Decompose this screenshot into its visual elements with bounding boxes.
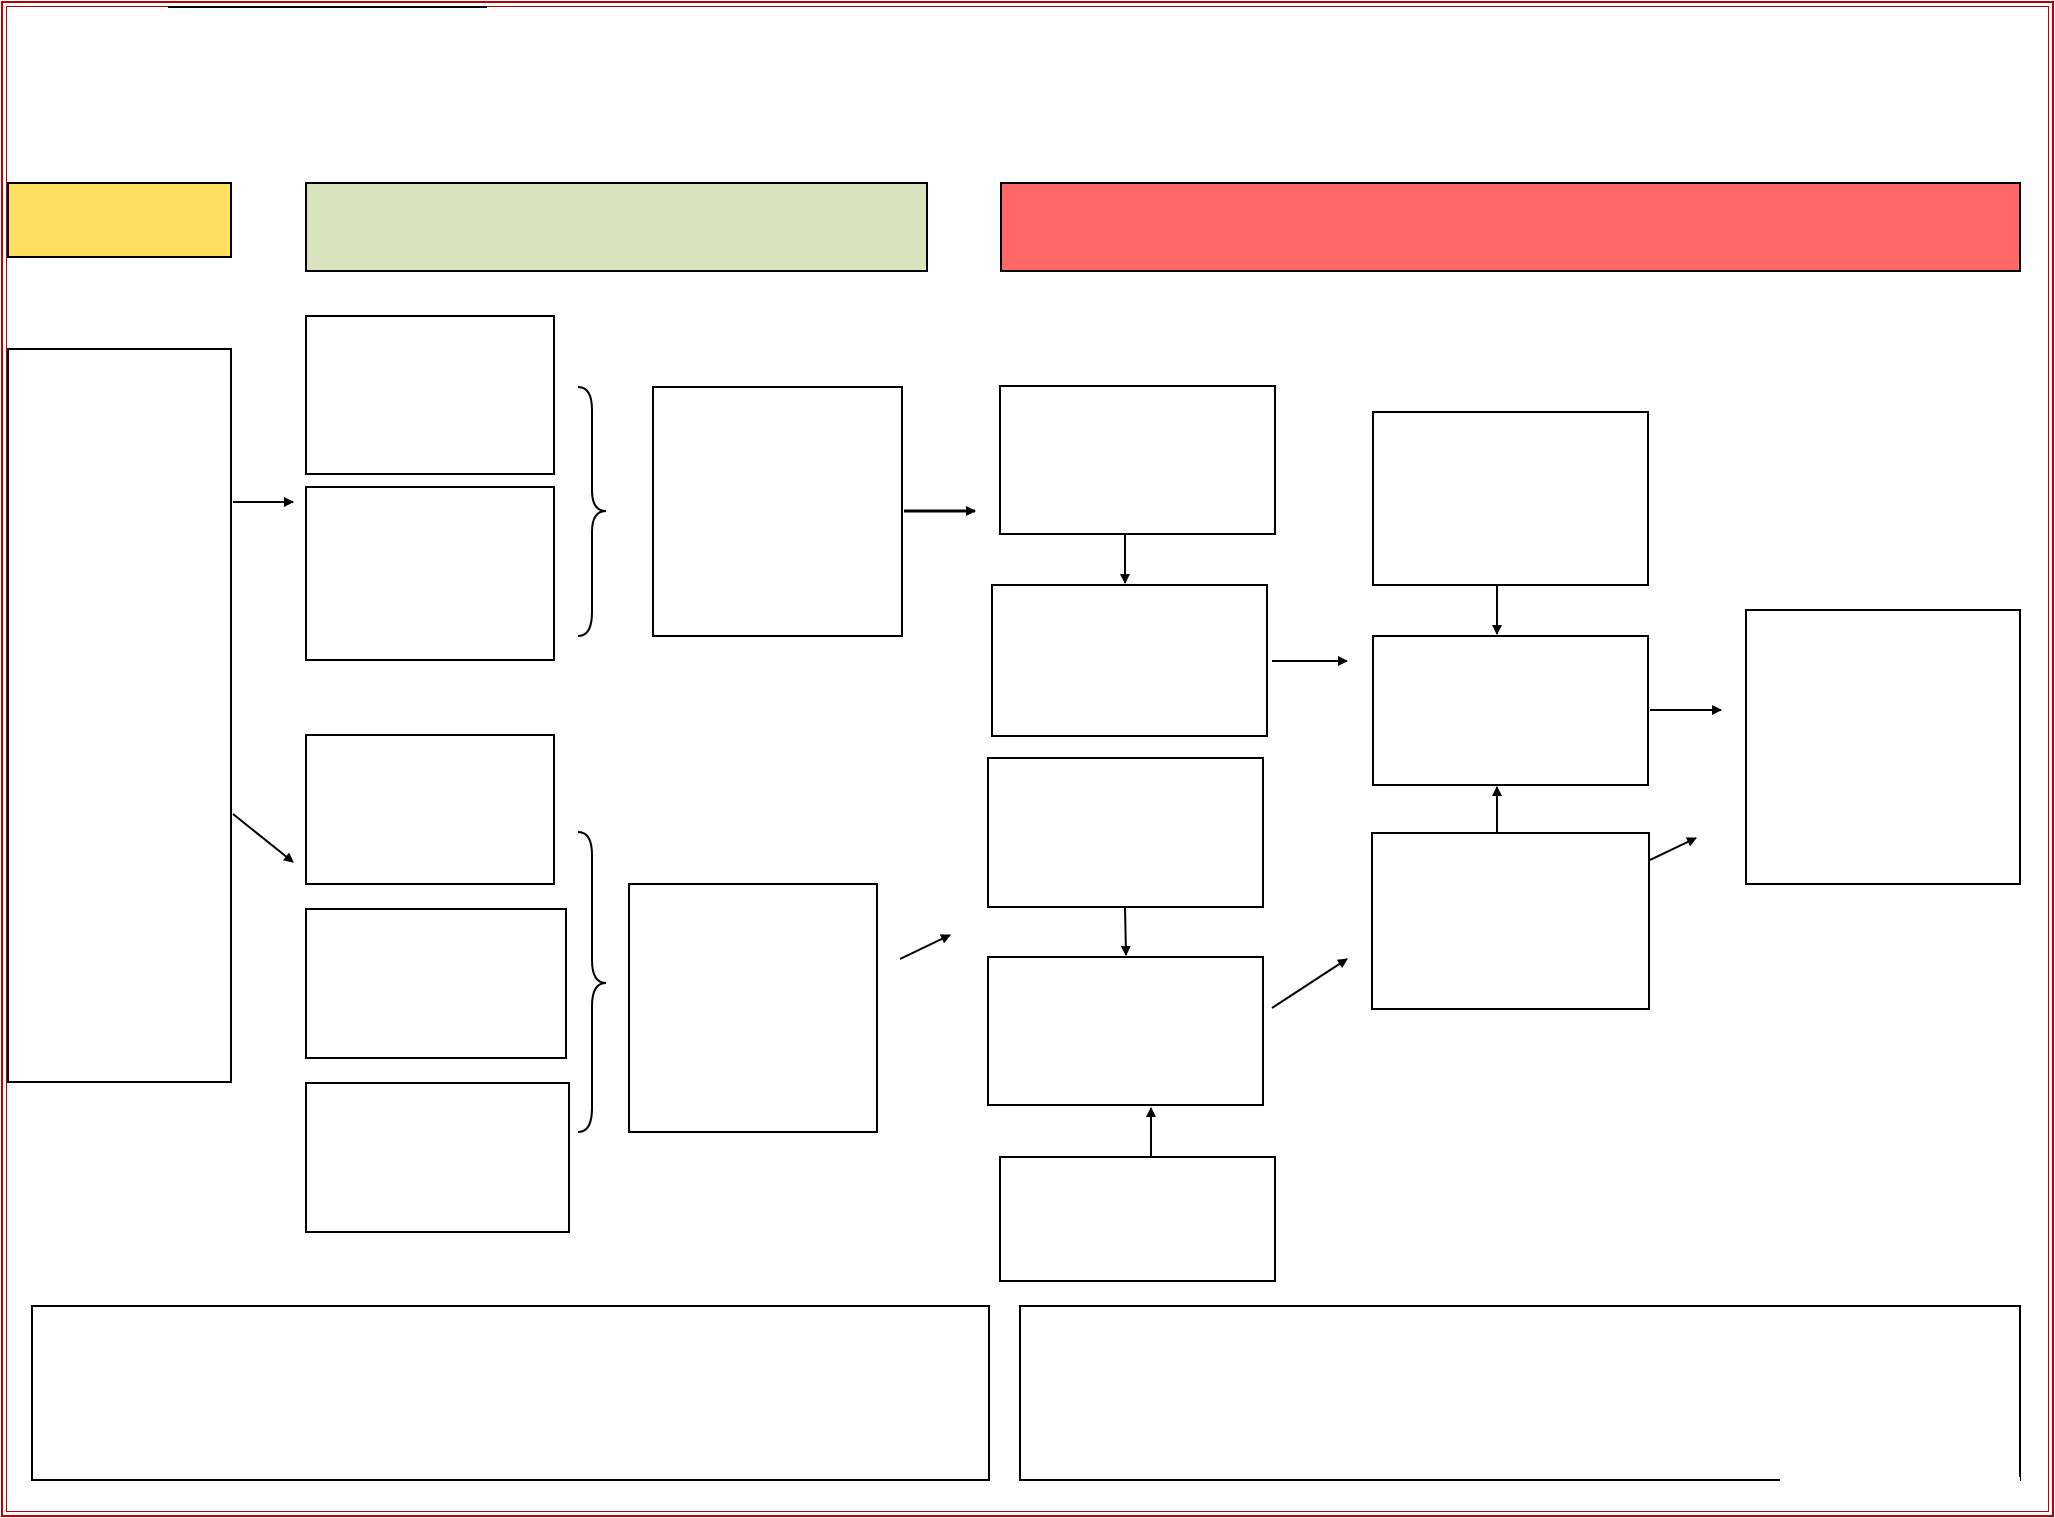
group-b-box-1 <box>305 734 555 885</box>
mid-box-2 <box>991 584 1268 737</box>
group-b-box-2 <box>305 908 567 1059</box>
mid-box-1 <box>999 385 1276 535</box>
group-a-box-2 <box>305 486 555 661</box>
summary-box-a <box>652 386 903 637</box>
note-box-right <box>1019 1305 2021 1481</box>
title-underline <box>168 6 487 8</box>
mid-box-3 <box>987 757 1264 908</box>
mid-box-5 <box>999 1156 1276 1282</box>
right-box-3 <box>1371 832 1650 1010</box>
summary-box-b <box>628 883 878 1133</box>
page-border-inner <box>6 6 2049 1512</box>
outcome-box <box>1745 609 2021 885</box>
header-green <box>305 182 928 272</box>
right-box-1 <box>1372 411 1649 586</box>
note-box-left <box>31 1305 990 1481</box>
note-corner-gap <box>1780 1477 2020 1485</box>
mid-box-4 <box>987 956 1264 1106</box>
header-red <box>1000 182 2021 272</box>
header-yellow <box>7 182 232 258</box>
group-b-box-3 <box>305 1082 570 1233</box>
source-box <box>7 348 232 1083</box>
right-box-2 <box>1372 635 1649 786</box>
group-a-box-1 <box>305 315 555 475</box>
